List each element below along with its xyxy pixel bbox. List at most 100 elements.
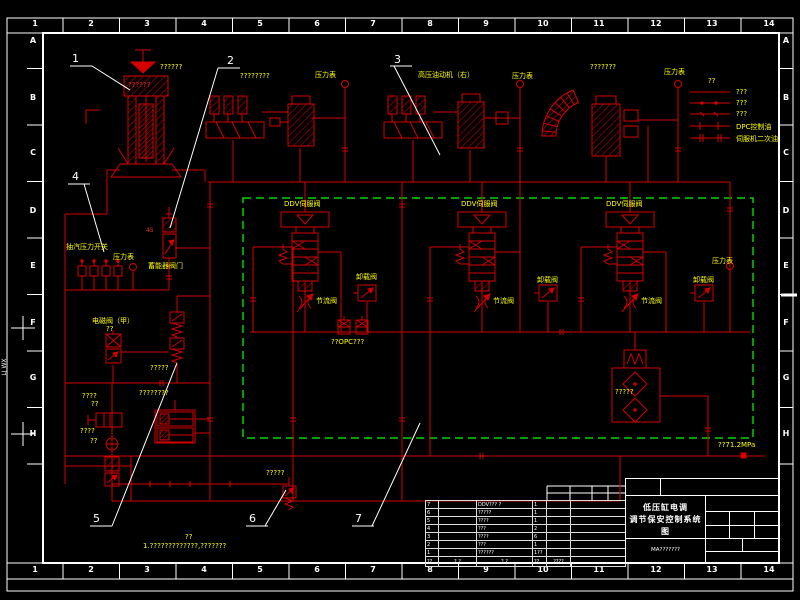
col-6-bottom: 6 (314, 565, 320, 574)
notes-body: 1.?????????????,??????? (143, 542, 227, 550)
valve-block-e (591, 95, 656, 157)
top-note-label: ??????? (590, 63, 617, 71)
throttle3-label: 节流阀 (641, 297, 662, 305)
col-6-top: 6 (314, 19, 320, 28)
legend-item-1: ??? (736, 88, 748, 96)
control-zone-boundary (242, 197, 754, 439)
callout-leaders (68, 65, 441, 527)
gauge-b-label: 压力表 (512, 72, 533, 80)
gauge-c-label: 压力表 (664, 68, 685, 76)
pump-top-label: ?????? (160, 63, 183, 71)
col-9-bottom: 9 (483, 565, 489, 574)
opc-solenoid-valves (337, 316, 369, 335)
left-actuator (95, 412, 123, 428)
centering-marks (11, 293, 797, 446)
drawing-title: 低压缸电调 调节保安控制系统图 (626, 496, 706, 538)
valve-block-d (457, 93, 509, 149)
col-9-top: 9 (483, 19, 489, 28)
valve-block-b (269, 95, 315, 147)
col-14-top: 14 (763, 19, 775, 28)
twin-block-label: ???????? (139, 389, 169, 397)
ddv1-label: DDV伺服阀 (284, 200, 321, 208)
col-11-top: 11 (593, 19, 605, 28)
drain-valve-label: ????? (266, 469, 285, 477)
col-13-bottom: 13 (706, 565, 718, 574)
unload1-label: 卸载阀 (356, 273, 377, 281)
zone-ticks (27, 18, 793, 579)
drawing-number: MA??????? (626, 539, 706, 564)
relief-label: ????? (150, 364, 169, 372)
callout-2: 2 (227, 54, 234, 67)
col-2-top: 2 (88, 19, 94, 28)
ddv2-label: DDV伺服阀 (461, 200, 498, 208)
parts-row-1: 1??????1?? (425, 548, 626, 557)
col-11-bottom: 11 (593, 565, 605, 574)
parts-row-4: 4???2 (425, 524, 626, 533)
unload2-label: 卸载阀 (537, 276, 558, 284)
filter-label: ????? (615, 388, 634, 396)
signature-grid (706, 496, 778, 538)
relief-valve-pair (169, 311, 185, 364)
pipe-class-marks (149, 147, 733, 487)
row-e-left: E (30, 261, 36, 270)
col-4-bottom: 4 (201, 565, 207, 574)
left-note-1b: ?? (91, 400, 99, 408)
col-3-top: 3 (144, 19, 150, 28)
row-h-right: H (782, 429, 790, 438)
row-f-left: F (30, 318, 36, 327)
piping-lines (64, 88, 765, 502)
accumulator-valve (162, 213, 177, 259)
gauge-e-label: 压力表 (113, 253, 134, 261)
solenoid-valve-a (105, 330, 122, 364)
throttle2-label: 节流阀 (493, 297, 514, 305)
legend-item-5: 伺服机二次油 (736, 135, 778, 143)
drain-valve (282, 485, 297, 511)
throttle1-label: 节流阀 (316, 297, 337, 305)
pressure-value-label: ??71.2MPa (718, 441, 756, 449)
unload3-label: 卸载阀 (693, 276, 714, 284)
callout-1: 1 (72, 52, 79, 65)
unload-valve-3 (690, 284, 714, 302)
row-c-left: C (30, 148, 36, 157)
twin-piston-block (154, 409, 196, 444)
hp-servo-label: 高压油动机（右） (418, 71, 474, 79)
row-b-right: B (782, 93, 790, 102)
valve-group-a (205, 95, 265, 139)
accumulator-valve-label: 蓄能器阀门 (148, 262, 183, 270)
unload-valve-2 (534, 284, 558, 302)
col-1-bottom: 1 (32, 565, 38, 574)
row-a-right: A (782, 36, 790, 45)
col-3-bottom: 3 (144, 565, 150, 574)
row-d-left: D (29, 206, 37, 215)
pressure-switch-row (77, 259, 123, 277)
parts-row-2: 2???1 (425, 540, 626, 549)
parts-list-step (546, 485, 625, 500)
gauge-a-label: 压力表 (315, 71, 336, 79)
parts-row-3: 3????6 (425, 532, 626, 541)
margin-text: LJ WX (1, 358, 8, 376)
left-note-2a: ???? (80, 427, 95, 435)
col-14-bottom: 14 (763, 565, 775, 574)
row-h-left: H (29, 429, 37, 438)
pump-body-label: ?????? (128, 81, 151, 89)
callout-7: 7 (355, 512, 362, 525)
float-ball (105, 437, 119, 451)
col-5-top: 5 (257, 19, 263, 28)
ddv-valve-1 (277, 211, 330, 313)
sheet-border (6, 17, 797, 592)
ddv3-label: DDV伺服阀 (606, 200, 643, 208)
col-4-top: 4 (201, 19, 207, 28)
title-block-top-row (626, 479, 778, 496)
gauge-d-label: 压力表 (712, 257, 733, 265)
row-f-right: F (783, 318, 789, 327)
cam-sector (541, 89, 580, 137)
col-12-bottom: 12 (650, 565, 662, 574)
legend-line-samples (690, 91, 730, 142)
ddv-valve-3 (602, 211, 655, 313)
row-a-left: A (29, 36, 37, 45)
parts-row-5: 5????1 (425, 516, 626, 525)
